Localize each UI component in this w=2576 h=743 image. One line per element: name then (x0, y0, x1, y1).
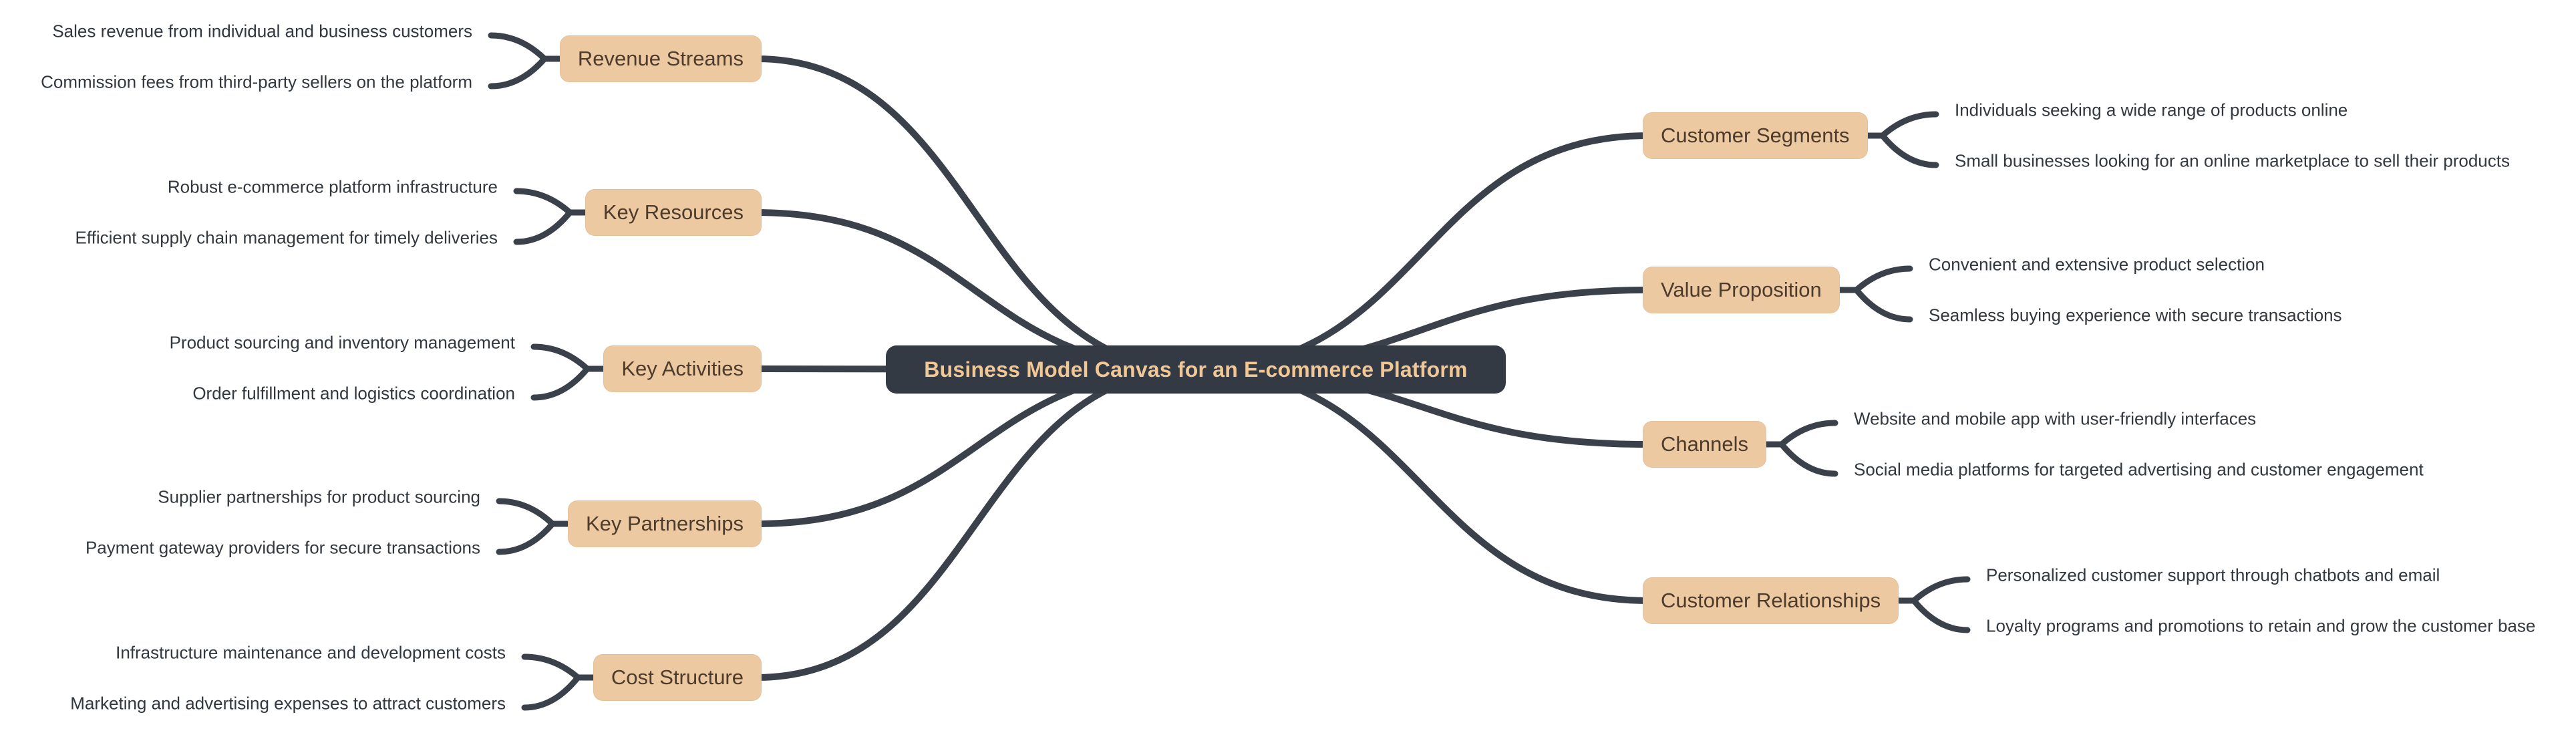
leaf-channels-1: Website and mobile app with user-friendl… (1854, 408, 2257, 429)
edge-leaf-R2-1 (1778, 441, 1838, 477)
edge-leaf-R2-0 (1778, 420, 1838, 448)
edge-leaf-R0-1 (1879, 132, 1939, 168)
leaf-value-proposition-2: Seamless buying experience with secure t… (1929, 305, 2342, 325)
edge-leaf-L0-0 (488, 32, 548, 62)
leaf-customer-relationships-2: Loyalty programs and promotions to retai… (1986, 615, 2536, 636)
branch-node-key-activities: Key Activities (603, 345, 762, 392)
leaf-key-activities-2: Order fulfillment and logistics coordina… (192, 383, 515, 404)
edge-leaf-L4-1 (521, 674, 581, 711)
edge-leaf-L1-1 (513, 209, 573, 245)
leaf-customer-segments-2: Small businesses looking for an online m… (1955, 150, 2510, 171)
edge-center-L4 (753, 366, 1199, 681)
edge-leaf-R3-0 (1911, 576, 1971, 604)
edge-leaf-R0-0 (1879, 111, 1939, 139)
leaf-key-resources-2: Efficient supply chain management for ti… (75, 227, 498, 248)
branch-node-revenue-streams: Revenue Streams (559, 35, 762, 82)
leaf-key-partnerships-1: Supplier partnerships for product sourci… (158, 486, 480, 507)
edge-leaf-R1-1 (1853, 287, 1913, 323)
leaf-key-activities-1: Product sourcing and inventory managemen… (169, 332, 515, 353)
edge-leaf-R1-0 (1853, 265, 1913, 293)
leaf-key-partnerships-2: Payment gateway providers for secure tra… (85, 537, 480, 558)
edge-leaf-L3-0 (496, 498, 556, 527)
leaf-key-resources-1: Robust e-commerce platform infrastructur… (167, 176, 498, 197)
branch-node-customer-segments: Customer Segments (1643, 112, 1868, 159)
branch-node-cost-structure: Cost Structure (593, 654, 762, 701)
edge-center-L0 (753, 55, 1199, 373)
leaf-value-proposition-1: Convenient and extensive product selecti… (1929, 254, 2265, 275)
leaf-channels-2: Social media platforms for targeted adve… (1854, 459, 2424, 480)
edge-leaf-L3-1 (496, 521, 556, 555)
leaf-cost-structure-1: Infrastructure maintenance and developme… (116, 642, 506, 663)
branch-node-channels: Channels (1643, 421, 1766, 468)
leaf-customer-segments-1: Individuals seeking a wide range of prod… (1955, 100, 2348, 120)
edge-leaf-R3-1 (1911, 597, 1971, 633)
branch-node-key-partnerships: Key Partnerships (567, 500, 762, 547)
leaf-revenue-streams-2: Commission fees from third-party sellers… (41, 71, 472, 92)
edge-leaf-L1-0 (513, 188, 573, 216)
branch-node-key-resources: Key Resources (585, 189, 762, 236)
edge-leaf-L0-1 (488, 55, 548, 90)
edge-leaf-L2-0 (530, 343, 591, 372)
branch-node-value-proposition: Value Proposition (1643, 267, 1840, 313)
branch-node-customer-relationships: Customer Relationships (1643, 577, 1899, 624)
root-node-business-model-canvas: Business Model Canvas for an E-commerce … (886, 345, 1506, 394)
leaf-customer-relationships-1: Personalized customer support through ch… (1986, 565, 2440, 585)
leaf-cost-structure-2: Marketing and advertising expenses to at… (70, 693, 506, 714)
edge-leaf-L2-1 (530, 365, 591, 401)
edge-center-R0 (1192, 132, 1651, 373)
leaf-revenue-streams-1: Sales revenue from individual and busine… (52, 21, 472, 41)
edge-leaf-L4-0 (521, 653, 581, 681)
